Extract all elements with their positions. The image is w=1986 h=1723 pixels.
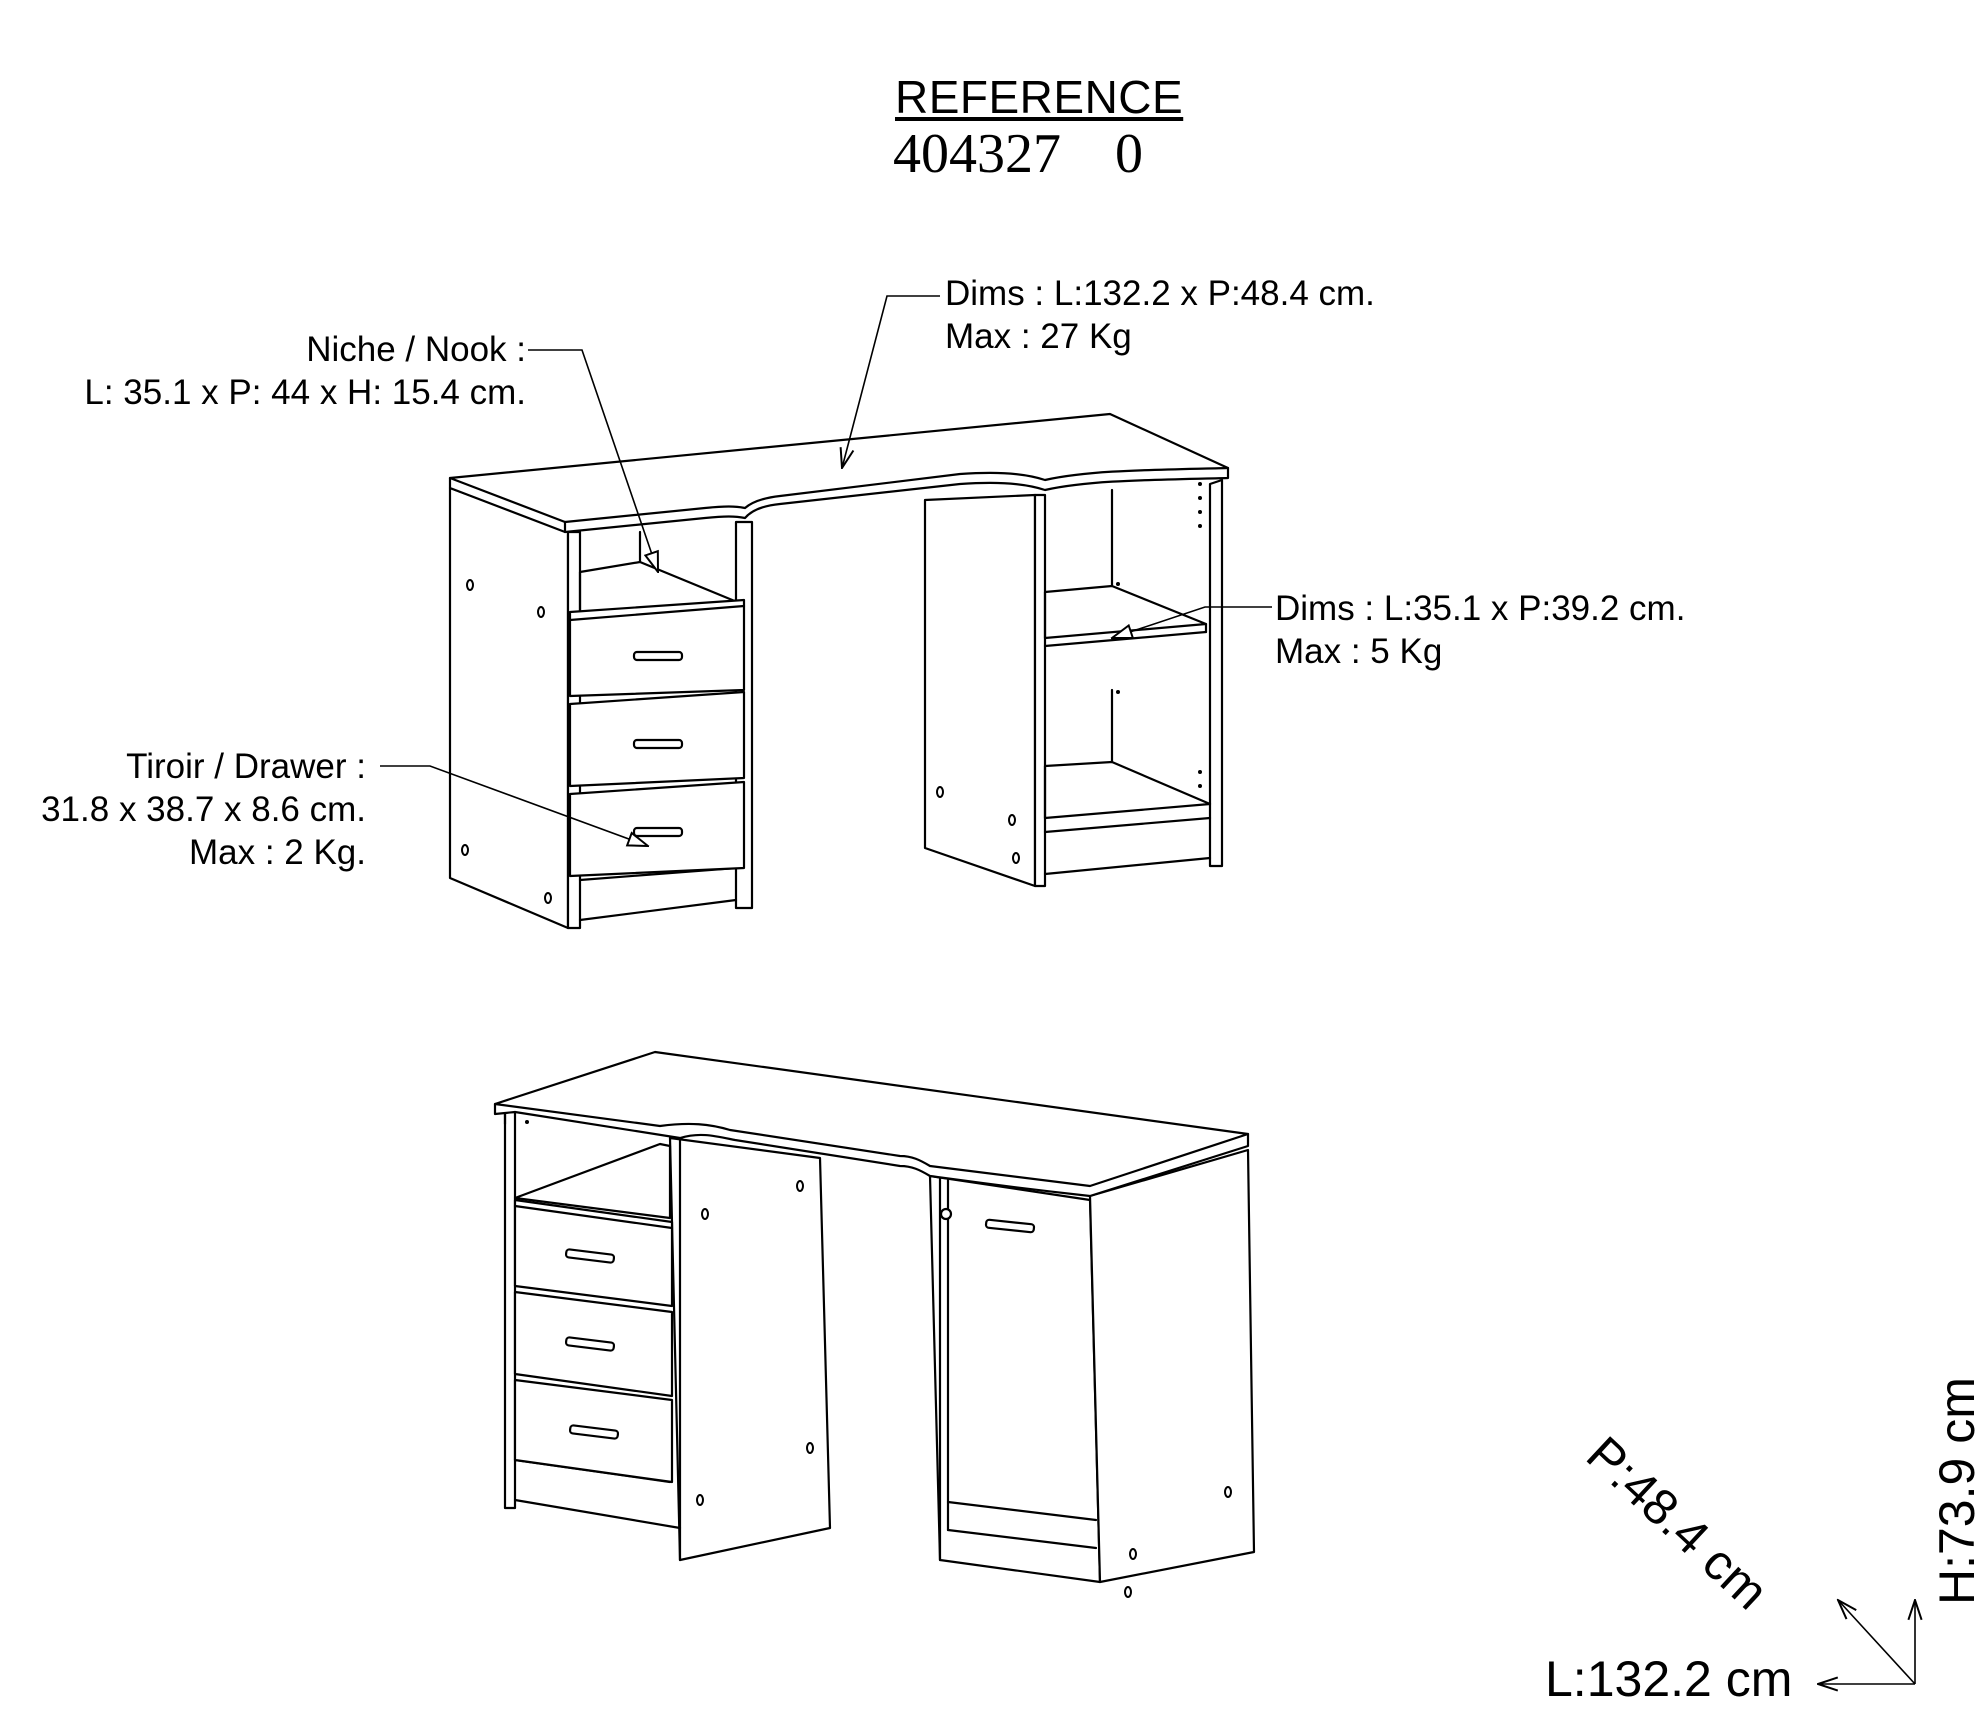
desk-illustrations <box>380 295 1941 1723</box>
desk-view-bottom <box>493 1050 1256 1598</box>
dimension-axes <box>1818 1600 1915 1684</box>
shelf-note: Dims : L:35.1 x P:39.2 cm. Max : 5 Kg <box>1275 587 1685 673</box>
shelf-max-load-line: Max : 5 Kg <box>1275 632 1443 671</box>
nook-title-line: Niche / Nook : <box>306 330 526 369</box>
desk-view-top <box>448 412 1230 930</box>
desktop-top <box>448 412 1230 534</box>
nook-dims-line: L: 35.1 x P: 44 x H: 15.4 cm. <box>84 373 526 412</box>
drawer-dims-line: 31.8 x 38.7 x 8.6 cm. <box>41 790 366 829</box>
drawer-max-load-line: Max : 2 Kg. <box>188 833 366 872</box>
drawer-title-line: Tiroir / Drawer : <box>126 747 366 786</box>
drawer-note: Tiroir / Drawer : 31.8 x 38.7 x 8.6 cm. … <box>41 745 366 874</box>
reference-code: 404327 <box>893 123 1061 185</box>
assembly-diagram-page: REFERENCE 404327 0 Dims : L:132.2 x P:48… <box>41 71 1985 1723</box>
right-cabinet-bottom <box>928 1148 1256 1598</box>
left-pedestal-bottom <box>503 1110 832 1562</box>
shelf-dims-line: Dims : L:35.1 x P:39.2 cm. <box>1275 589 1686 628</box>
reference-revision: 0 <box>1115 123 1143 185</box>
left-pedestal-top <box>448 486 754 930</box>
overall-length-label: L:132.2 cm <box>1545 1651 1793 1707</box>
desktop-max-load-line: Max : 27 Kg <box>945 317 1132 356</box>
right-shelf-unit-top <box>923 478 1224 888</box>
leader-lines <box>380 295 1272 846</box>
reference-title: REFERENCE <box>895 71 1184 123</box>
desktop-dims-note: Dims : L:132.2 x P:48.4 cm. Max : 27 Kg <box>945 272 1375 358</box>
depth-axis-arrow <box>1838 1600 1916 1685</box>
desktop-bottom <box>493 1050 1250 1198</box>
nook-note: Niche / Nook : L: 35.1 x P: 44 x H: 15.4… <box>84 328 526 414</box>
desktop-dims-line: Dims : L:132.2 x P:48.4 cm. <box>945 274 1375 313</box>
